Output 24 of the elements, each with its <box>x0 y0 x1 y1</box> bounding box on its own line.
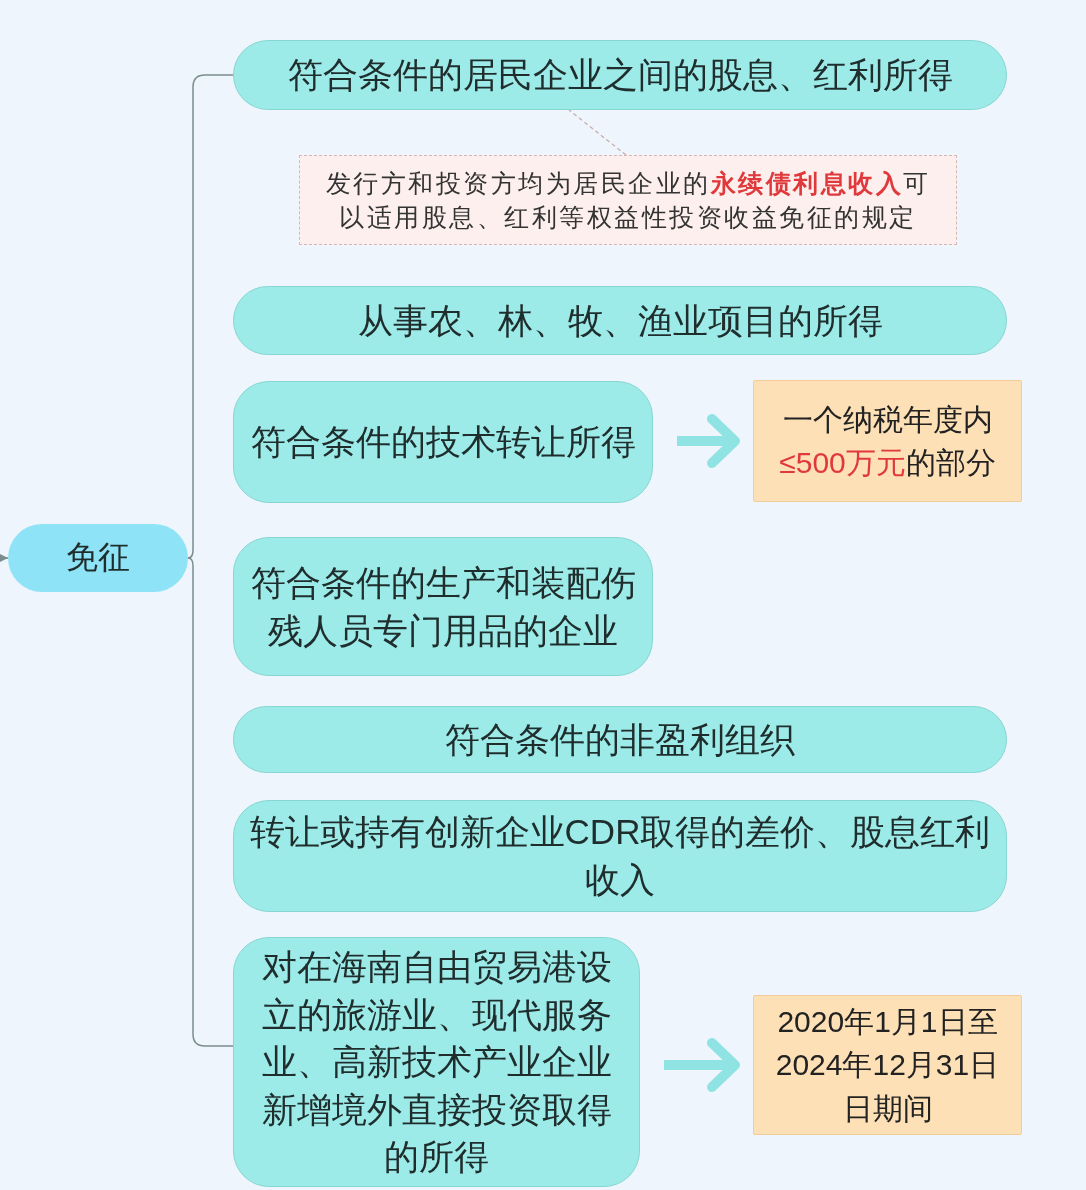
topic-text: 符合条件的非盈利组织 <box>445 718 795 761</box>
topic-box <box>233 537 653 676</box>
result-text: 一个纳税年度内≤500万元的部分 <box>778 401 997 481</box>
topic-text: 对在海南自由贸易港设立的旅游业、现代服务业、高新技术产业企业新增境外直接投资取得的所得 <box>260 946 613 1179</box>
topic-text: 符合条件的技术转让所得 <box>250 421 636 464</box>
topic-text: 符合条件的居民企业之间的股息、红利所得 <box>287 54 953 97</box>
result-box <box>753 995 1022 1135</box>
topic-text: 转让或持有创新企业CDR取得的差价、股息红利收入 <box>248 811 992 901</box>
arrow <box>664 1038 740 1092</box>
arrow <box>0 554 9 562</box>
topic-box <box>233 937 640 1187</box>
connector-line <box>187 557 234 1047</box>
topic-text: 免征 <box>66 538 130 578</box>
connector-line <box>187 74 234 559</box>
topic-box <box>233 800 1007 912</box>
note-text: 发行方和投资方均为居民企业的永续债利息收入可以适用股息、红利等权益性投资收益免征的规定 <box>324 168 932 233</box>
result-box <box>753 380 1022 502</box>
topic-text: 符合条件的生产和装配伤残人员专门用品的企业 <box>249 561 637 652</box>
leader-line <box>568 109 627 156</box>
note-box <box>299 155 957 245</box>
result-text: 2020年1月1日至2024年12月31日日期间 <box>774 1003 1001 1127</box>
topic-box <box>233 381 653 503</box>
topic-text: 从事农、林、牧、渔业项目的所得 <box>357 299 883 342</box>
arrow <box>677 414 740 468</box>
